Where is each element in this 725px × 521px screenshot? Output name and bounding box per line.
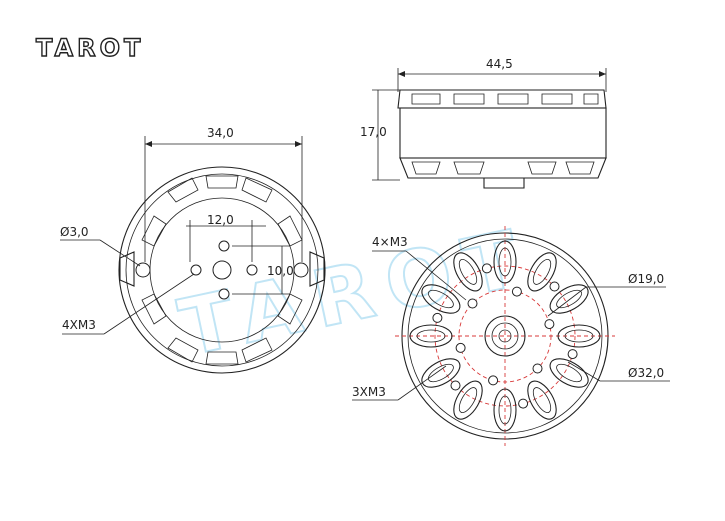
outer-diameter-label: 34,0: [207, 126, 234, 140]
cooling-fin-inner: [556, 363, 582, 383]
pcd-circle-32: [434, 265, 576, 407]
hub-shaft: [498, 329, 512, 343]
cooling-fin-inner: [416, 329, 446, 343]
cooling-fin: [453, 380, 483, 420]
top-view: 4×M3 Ø19,0 Ø32,0 3XM3: [352, 226, 670, 446]
pcd-hole: [544, 319, 555, 330]
cooling-fin-inner: [428, 289, 454, 309]
cooling-fin-inner: [564, 329, 594, 343]
left-lug: [119, 251, 135, 287]
side-arrow-right: [599, 71, 606, 77]
side-top-cap: [397, 89, 607, 109]
cooling-fin-inner: [458, 259, 478, 285]
pcd-holes: [432, 263, 578, 409]
inner-diameter-label: Ø19,0: [628, 272, 664, 286]
cooling-fin-inner: [498, 395, 512, 425]
pcd-hole: [567, 349, 578, 360]
pcd-hole: [549, 281, 560, 292]
cooling-fin-inner: [556, 289, 582, 309]
top-screw-label: 4×M3: [372, 235, 408, 249]
cooling-fin-inner: [532, 259, 552, 285]
pcd-hole: [532, 363, 543, 374]
inner-diameter-leader: [547, 286, 587, 317]
side-width-label: 44,5: [486, 57, 513, 71]
bolt-spacing-label: 12,0: [207, 213, 234, 227]
hole-diameter-label: Ø3,0: [60, 225, 89, 239]
motor-rim-circle: [125, 173, 319, 367]
left-lug-hole: [135, 262, 151, 278]
mount-hole-left: [190, 264, 202, 276]
side-vent-slots: [411, 93, 599, 175]
cooling-fin: [493, 240, 517, 284]
rim-segments: [141, 175, 303, 365]
center-bore: [212, 260, 232, 280]
side-shaft-base: [483, 178, 525, 189]
cooling-fin: [453, 252, 483, 292]
cooling-fin-inner: [498, 247, 512, 277]
mount-hole-top: [218, 240, 230, 252]
mount-hole-bottom: [218, 288, 230, 300]
right-lug-hole: [293, 262, 309, 278]
motor-outer-circle: [118, 166, 326, 374]
outer-diameter-leader: [567, 361, 601, 382]
pcd-hole: [511, 286, 522, 297]
right-lug: [309, 251, 325, 287]
bottom-screw-label: 4XM3: [62, 318, 96, 332]
screw-leader: [103, 273, 195, 335]
tarot-logo: TAROT: [36, 34, 144, 62]
cooling-fin: [527, 380, 557, 420]
cooling-fin: [549, 358, 589, 388]
cooling-fin-inner: [532, 387, 552, 413]
pcd-hole: [432, 312, 443, 323]
cooling-fin-inner: [428, 363, 454, 383]
cooling-fin: [527, 252, 557, 292]
pcd-hole: [488, 375, 499, 386]
bottom-view: 34,0 12,0: [60, 126, 326, 374]
pcd-hole: [481, 263, 492, 274]
side-bottom-bell: [399, 157, 607, 179]
three-screw-label: 3XM3: [352, 385, 386, 399]
pcd-hole: [455, 342, 466, 353]
cooling-fin: [421, 284, 461, 314]
side-height-label: 17,0: [360, 125, 387, 139]
side-body: [399, 107, 607, 159]
hole-leader: [99, 239, 141, 267]
pcd-hole: [518, 398, 529, 409]
bottom-screw-leader: [397, 365, 447, 401]
vertical-spacing-label: 10,0: [267, 264, 294, 278]
outer-diameter-label: Ø32,0: [628, 366, 664, 380]
pcd-hole: [450, 380, 461, 391]
cooling-fin: [549, 284, 589, 314]
mount-hole-right: [246, 264, 258, 276]
hub-outer: [484, 315, 526, 357]
arrow-left: [145, 141, 152, 147]
arrow-right: [295, 141, 302, 147]
cooling-fins: [409, 240, 601, 432]
cooling-fin: [557, 324, 601, 348]
cooling-fin-inner: [458, 387, 478, 413]
top-screw-leader: [405, 250, 467, 301]
cooling-fin: [421, 358, 461, 388]
cooling-fin: [493, 388, 517, 432]
pcd-hole: [467, 298, 478, 309]
side-arrow-left: [398, 71, 405, 77]
hub-bearing: [491, 322, 519, 350]
cooling-fin: [409, 324, 453, 348]
side-view: 44,5 17,0: [360, 57, 607, 189]
